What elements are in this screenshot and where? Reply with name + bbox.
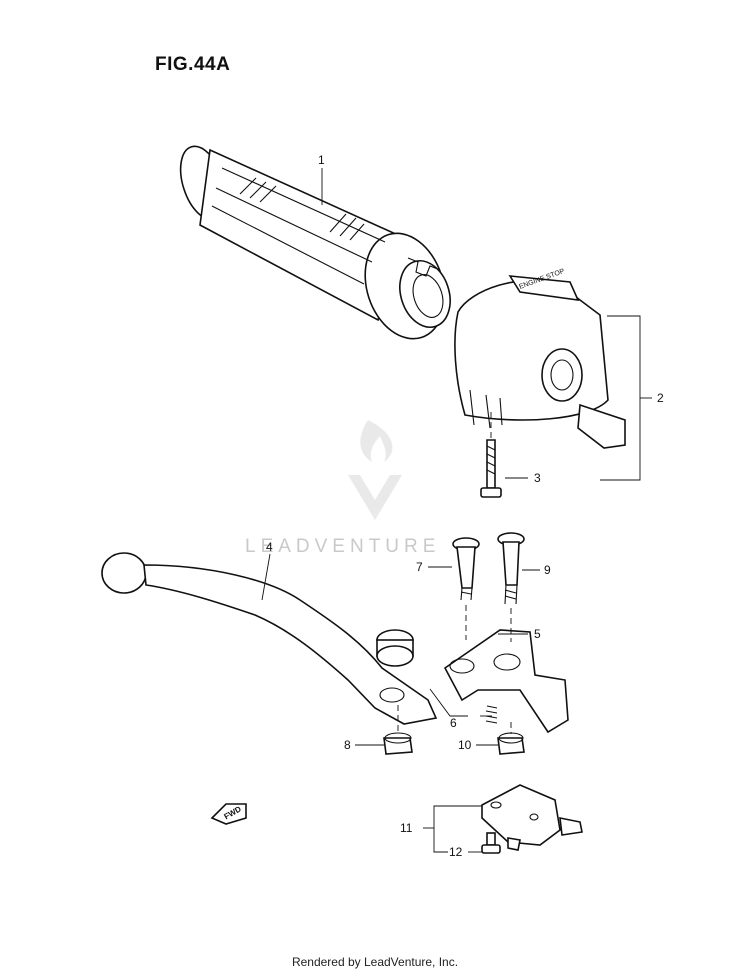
footer-text: Rendered by LeadVenture, Inc.	[291, 955, 459, 969]
callout-6: 6	[450, 716, 457, 730]
part-screw-3	[480, 439, 502, 498]
callout-7: 7	[416, 560, 423, 574]
part-bracket	[443, 629, 569, 734]
figure-title: FIG.44A	[155, 54, 231, 75]
callout-8: 8	[344, 738, 351, 752]
callout-1: 1	[318, 153, 325, 167]
part-grip	[179, 145, 451, 340]
callout-10: 10	[458, 738, 472, 752]
part-brake-switch	[481, 784, 583, 851]
part-lever	[101, 552, 438, 725]
part-screw-12	[481, 832, 501, 854]
watermark-text: LEADVENTURE	[245, 536, 441, 557]
callout-4: 4	[266, 540, 273, 554]
part-pivot-bolt	[452, 537, 480, 601]
callout-5: 5	[534, 627, 541, 641]
part-spring	[485, 705, 498, 724]
watermark-logo	[348, 420, 402, 520]
callout-9: 9	[544, 563, 551, 577]
callout-3: 3	[534, 471, 541, 485]
part-bolt-9	[497, 532, 525, 605]
callout-12: 12	[449, 845, 463, 859]
callout-2: 2	[657, 391, 664, 405]
part-nut-10	[497, 732, 525, 755]
fwd-arrow-icon: FWD	[210, 803, 247, 825]
part-nut-8	[383, 732, 413, 755]
part-switch-housing: ENGINE STOP	[454, 268, 626, 449]
callout-11: 11	[400, 821, 413, 835]
leader-lines	[261, 168, 652, 853]
